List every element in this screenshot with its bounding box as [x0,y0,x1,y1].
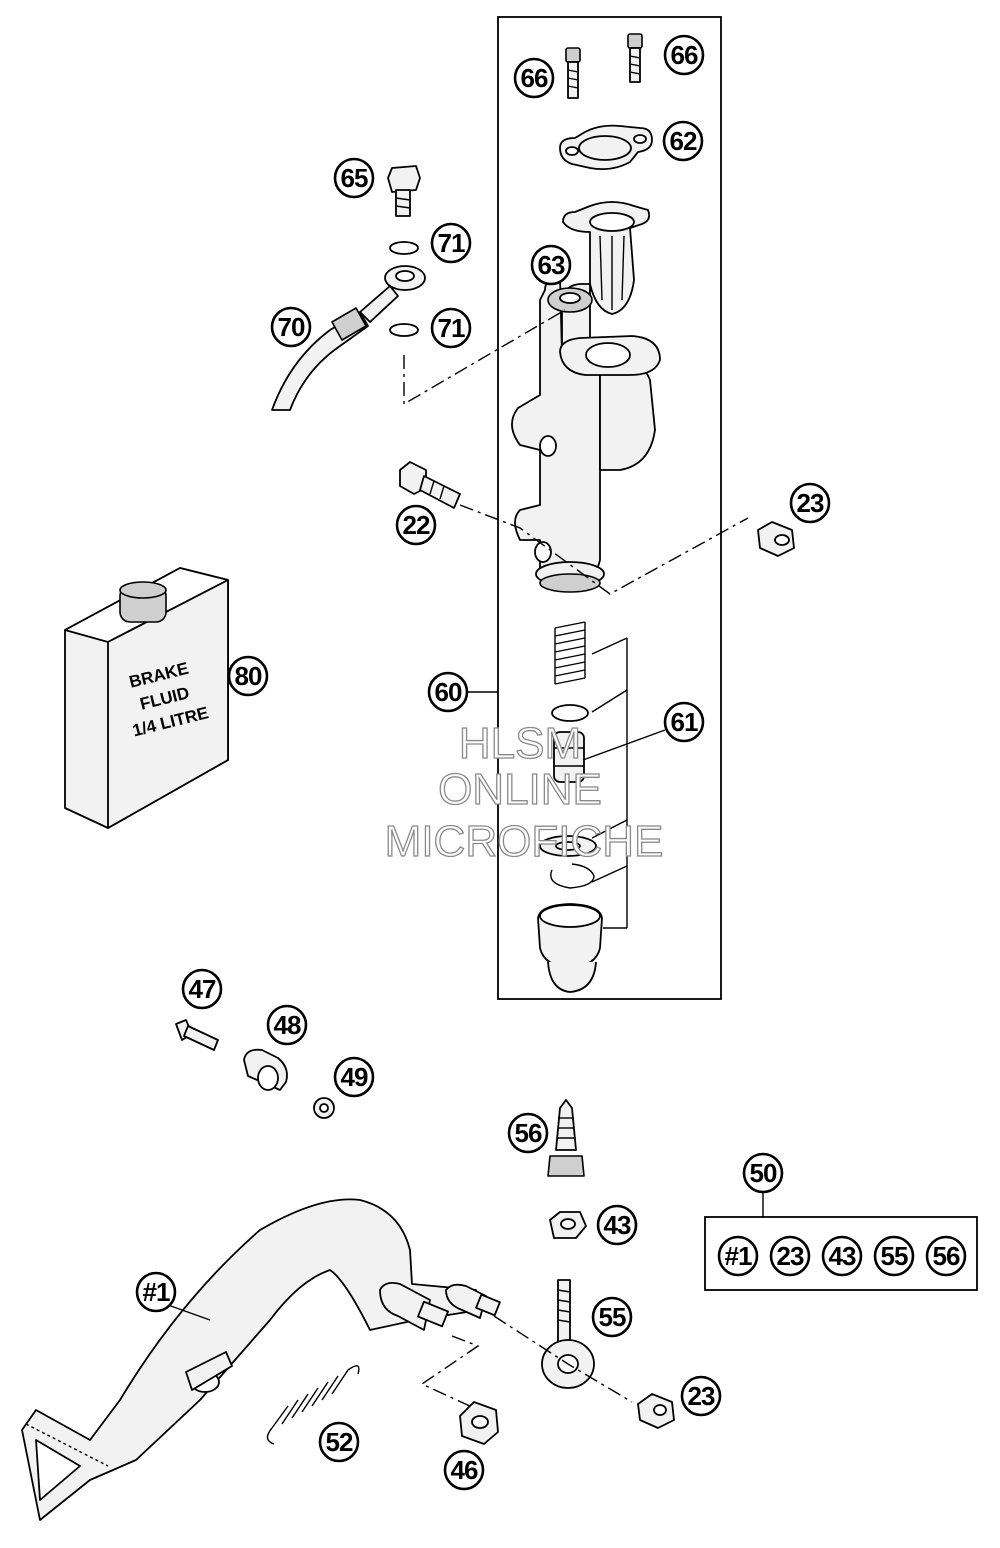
callout-80: 80 [227,655,269,697]
watermark-line2: ONLINE [438,765,602,814]
callout-71-bottom: 71 [430,307,472,349]
master-cylinder-body [511,275,661,593]
callout-52: 52 [318,1421,360,1463]
svg-text:22: 22 [403,510,430,540]
washer-49 [313,1097,335,1119]
callout-23-top: 23 [789,482,831,524]
spring-61 [554,621,586,685]
svg-text:#1: #1 [143,1277,170,1307]
callout-66-left: 66 [513,57,555,99]
bellows-63 [562,201,651,315]
svg-text:#1: #1 [725,1241,752,1271]
svg-text:43: 43 [604,1210,631,1240]
callout-62: 62 [662,120,704,162]
pedal-pivot-stud [379,1281,449,1331]
svg-text:48: 48 [274,1010,301,1040]
nut-46 [459,1401,499,1445]
kit-item-1: #1 [717,1235,759,1277]
screw-47 [175,1019,219,1051]
boot [537,903,603,993]
kit-item-43: 43 [821,1235,863,1277]
kit-item-23: 23 [769,1235,811,1277]
callout-60: 60 [427,671,469,713]
svg-text:47: 47 [189,974,216,1004]
svg-text:23: 23 [777,1241,804,1271]
svg-text:50: 50 [750,1158,777,1188]
screw-66-right [627,33,643,83]
brake-fluid-can-80: BRAKE FLUID 1/4 LITRE [64,567,229,829]
watermark-line1: HLSM [459,719,581,768]
svg-text:43: 43 [829,1241,856,1271]
pedal-stud [445,1283,501,1319]
washer-71-bottom [389,323,419,337]
callout-23-bottom: 23 [680,1375,722,1417]
master-cylinder-frame [497,16,722,1000]
callout-47: 47 [181,968,223,1010]
washer-71-top [389,241,419,255]
callout-43: 43 [596,1204,638,1246]
svg-text:23: 23 [797,488,824,518]
svg-text:70: 70 [278,312,305,342]
nut-23-bottom [637,1393,675,1429]
svg-text:49: 49 [341,1062,368,1092]
svg-text:55: 55 [881,1241,908,1271]
callout-22: 22 [395,504,437,546]
reservoir-cap-62 [559,124,653,171]
svg-text:60: 60 [435,677,462,707]
svg-text:66: 66 [521,63,548,93]
svg-text:46: 46 [451,1455,478,1485]
svg-text:66: 66 [671,40,698,70]
brake-pedal-1 [21,1198,501,1521]
nut-43 [549,1211,587,1239]
svg-text:62: 62 [670,126,697,156]
svg-text:71: 71 [438,228,465,258]
rod-end-55 [541,1279,595,1389]
nut-23-top [757,521,795,557]
callout-63: 63 [530,244,572,286]
callout-48: 48 [266,1004,308,1046]
return-spring-52 [266,1365,360,1445]
svg-text:55: 55 [599,1302,626,1332]
svg-text:63: 63 [538,250,565,280]
watermark-line3: MICROFICHE [385,817,664,866]
callout-61: 61 [663,701,705,743]
bushing-48 [243,1048,288,1091]
kit-item-55: 55 [873,1235,915,1277]
svg-text:65: 65 [341,163,368,193]
callout-56: 56 [507,1112,549,1154]
svg-text:61: 61 [671,707,698,737]
callout-70: 70 [270,306,312,348]
kit-frame [704,1216,978,1291]
svg-text:80: 80 [235,661,262,691]
svg-text:56: 56 [515,1118,542,1148]
callout-65: 65 [333,157,375,199]
callout-55: 55 [591,1296,633,1338]
svg-text:56: 56 [933,1241,960,1271]
callout-1: #1 [135,1271,177,1313]
callout-46: 46 [443,1449,485,1491]
brake-hose-70 [271,265,426,411]
screw-66-left [565,47,581,99]
banjo-bolt-65 [387,165,421,217]
callout-71-top: 71 [430,222,472,264]
svg-text:71: 71 [438,313,465,343]
callout-49: 49 [333,1056,375,1098]
svg-text:23: 23 [688,1381,715,1411]
svg-text:52: 52 [326,1427,353,1457]
piston [553,731,585,783]
seal-ring [551,704,589,722]
kit-item-56: 56 [925,1235,967,1277]
pin-56 [547,1099,585,1177]
callout-66-right: 66 [663,34,705,76]
circlip [550,863,595,889]
callout-50: 50 [742,1152,784,1194]
bolt-22 [399,461,461,509]
